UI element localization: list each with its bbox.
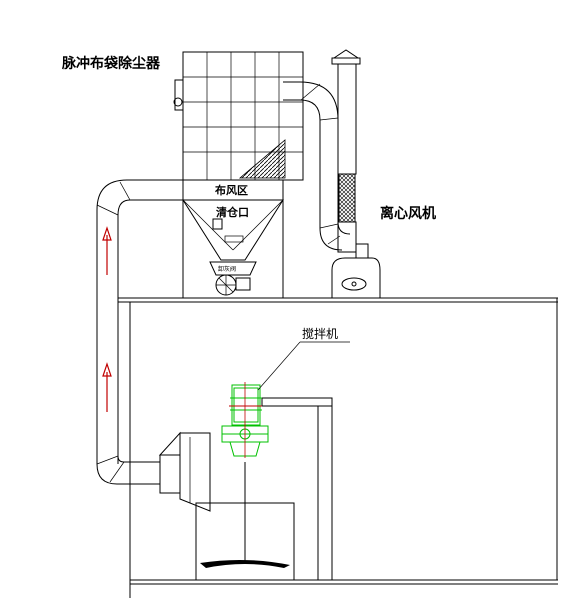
mixer-frame [261,397,333,580]
mixer-label: 搅拌机 [302,326,338,341]
up-arrow-icon [102,226,112,275]
intake-duct [96,179,183,485]
dust-collector: 布风区 清仓口 卸灰阀 脉冲布袋除尘器 [61,51,304,299]
lower-floor [129,302,558,598]
unloader-label: 卸灰阀 [218,265,236,273]
cleaning-port-label: 清仓口 [216,205,249,219]
mixing-tank [195,462,295,581]
air-distribution-zone-label: 布风区 [215,183,248,197]
centrifugal-fan-label: 离心风机 [380,205,436,222]
up-arrow-icon [102,362,112,412]
suction-hood [158,431,211,512]
dust-collector-title: 脉冲布袋除尘器 [61,55,161,72]
outlet-duct [283,81,351,251]
centrifugal-fan: 离心风机 [331,49,436,298]
mesh-icon [338,173,356,223]
mixer-motor [221,382,269,458]
mixer-leader-line [257,341,301,391]
